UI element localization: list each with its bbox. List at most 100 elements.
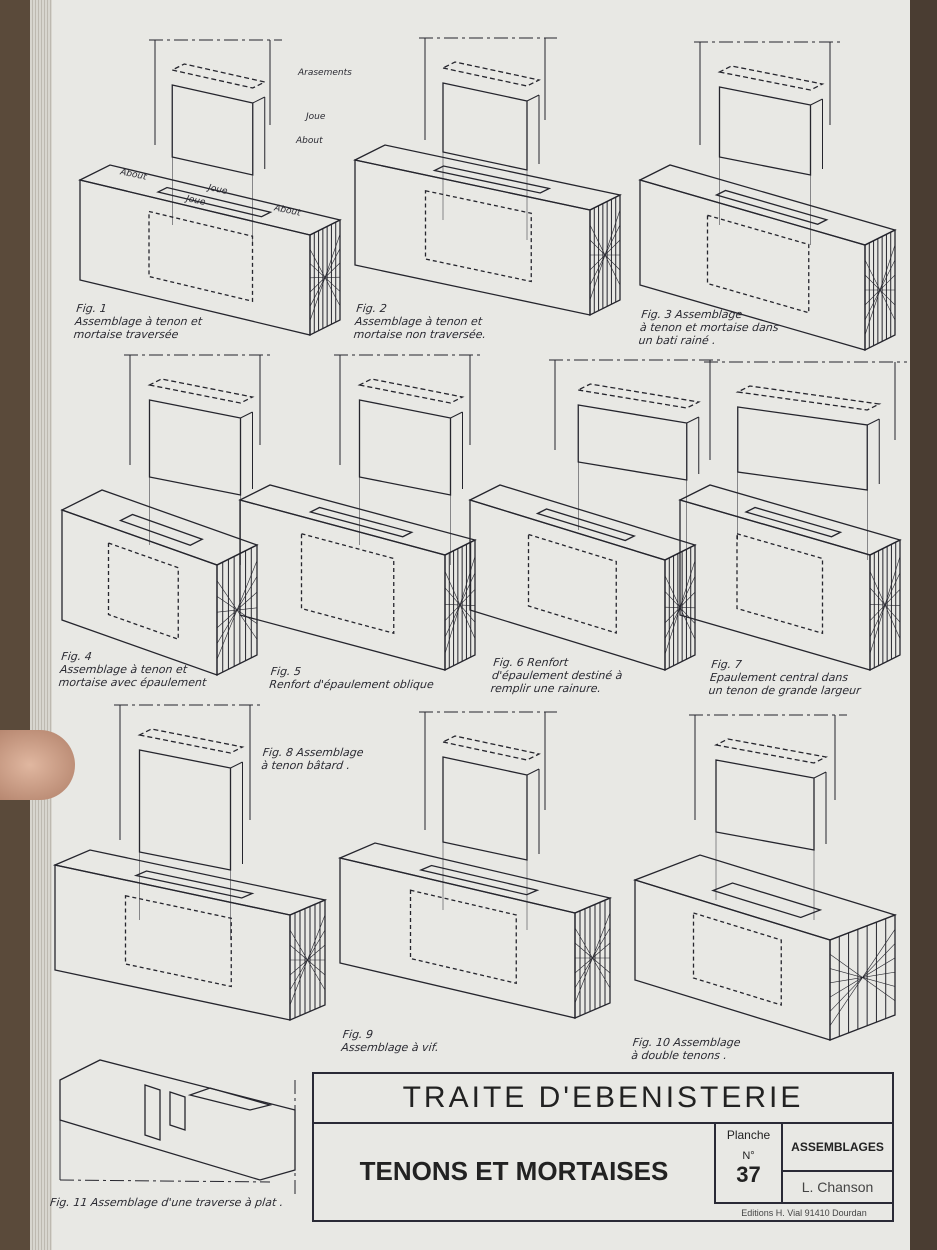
caption-line: Renfort d'épaulement oblique [268, 678, 435, 691]
fig-9-box-top [337, 842, 613, 914]
caption-line: Fig. 6 Renfort [492, 656, 569, 669]
fig-5-box-front [239, 499, 446, 671]
thumb [0, 730, 75, 800]
caption-line: Assemblage à tenon et [74, 315, 203, 328]
caption-line: Fig. 8 Assemblage [262, 746, 365, 759]
caption-line: Fig. 11 Assemblage d'une traverse à plat… [49, 1196, 284, 1209]
fig-2-mortise-opening [432, 165, 552, 194]
fig-2-tenon-edge [526, 94, 540, 102]
fig-3-mortise-hidden [706, 214, 810, 314]
caption-line: Fig. 2 [355, 302, 388, 315]
caption-line: Fig. 3 Assemblage [640, 308, 743, 321]
fig-5-shoulder [357, 378, 465, 404]
caption-line: Assemblage à tenon et [354, 315, 483, 328]
caption-line: Fig. 5 [270, 665, 302, 678]
caption-line: Fig. 10 Assemblage [632, 1036, 742, 1049]
caption-line: mortaise avec épaulement [57, 676, 208, 689]
fig-7-end-grain [869, 538, 901, 672]
fig-10-mortise-hidden [692, 912, 782, 1006]
fig-10-box-top [633, 854, 897, 941]
fig-10-mortise-opening [711, 882, 823, 919]
fig-1-tenon-edge [252, 96, 265, 104]
fig-6-box-front [469, 499, 666, 671]
plate-number-cell: Planche N° 37 [714, 1122, 783, 1202]
fig-9-mortise-opening [418, 864, 540, 896]
fig-2-tenon [442, 82, 528, 171]
caption-line: Fig. 7 [710, 658, 743, 671]
fig-3-tenon [718, 86, 812, 176]
fig-7-tenon-edge [867, 418, 880, 426]
caption-line: remplir une rainure. [489, 682, 602, 695]
fig-2-box-front [354, 159, 591, 316]
fig-3-box-top [638, 164, 897, 246]
plate-subject: TENONS ET MORTAISES [359, 1156, 669, 1186]
caption-line: un bati rainé . [637, 334, 717, 347]
fig-7-box-front [679, 499, 871, 671]
caption-line: Fig. 9 [342, 1028, 374, 1041]
fig-8-box-front [54, 864, 291, 1021]
caption-line: mortaise non traversée. [352, 328, 487, 341]
fig-3-mortise-opening [714, 189, 829, 225]
end-grain-line [869, 556, 901, 654]
fig-10-tenon [715, 759, 815, 851]
fig-1-end-grain [309, 218, 341, 337]
publisher: Editions H. Vial 91410 Dourdan [714, 1202, 894, 1222]
fig-11-mortise [144, 1084, 161, 1141]
fig-11-outline [59, 1059, 296, 1181]
fig-6-mortise-opening [535, 508, 636, 542]
caption-line: un tenon de grande largeur [707, 684, 862, 697]
fig-2-shoulder [441, 61, 541, 87]
page-edges [30, 0, 52, 1250]
fig-3-end-grain [864, 228, 896, 352]
fig-10-shoulder [713, 738, 829, 764]
fig-10-end-grain [829, 914, 896, 1041]
fig-6-shoulder [576, 383, 701, 409]
planche-label: Planche [726, 1128, 771, 1142]
fig-2-mortise-hidden [424, 189, 532, 283]
fig-5-tenon [358, 399, 452, 496]
fig-11-mortise [169, 1091, 186, 1131]
fig-8-shoulder [137, 728, 245, 754]
fig-11-break [59, 1179, 271, 1183]
fig-6-tenon [577, 404, 688, 481]
fig-8-mortise-opening [133, 870, 255, 899]
end-grain-line [289, 914, 326, 1006]
caption-line: Fig. 1 [75, 302, 108, 315]
fig-8-box-top [52, 849, 328, 916]
end-grain-line [829, 929, 896, 1026]
fig-5-box-top [238, 484, 477, 556]
fig-4-box-top [60, 489, 259, 566]
fig-2-end-grain [589, 193, 621, 317]
fig-9-end-grain [574, 897, 611, 1019]
fig-1-mortise-opening [156, 186, 273, 218]
caption-line: à double tenons . [630, 1049, 728, 1062]
end-grain-line [574, 912, 611, 1004]
fig-5-mortise-opening [308, 506, 414, 538]
fig-9-tenon [442, 756, 528, 861]
fig-5-end-grain [444, 538, 476, 672]
fig-8-tenon-edge [230, 761, 243, 769]
fig-2-box-top [353, 144, 622, 211]
fig-11-tenon [187, 1087, 273, 1111]
fig-5-tenon-edge [450, 411, 463, 419]
series-title: TRAITE D'EBENISTERIE [314, 1074, 892, 1124]
author: L. Chanson [801, 1179, 874, 1195]
fig-9-tenon-edge [526, 768, 540, 776]
fig-7-shoulder [735, 385, 882, 411]
fig-8-mortise-hidden [124, 894, 232, 988]
fig-1-tenon [171, 84, 254, 176]
end-grain-line [216, 560, 258, 660]
plate-number: 37 [736, 1162, 761, 1187]
caption-line: d'épaulement destiné à [491, 669, 624, 682]
fig-11-caption: Fig. 11 Assemblage d'une traverse à plat… [49, 1196, 284, 1209]
label-joue: Joue [306, 112, 326, 122]
caption-line: Epaulement central dans [709, 671, 849, 684]
fig-4-end-grain [216, 543, 258, 677]
